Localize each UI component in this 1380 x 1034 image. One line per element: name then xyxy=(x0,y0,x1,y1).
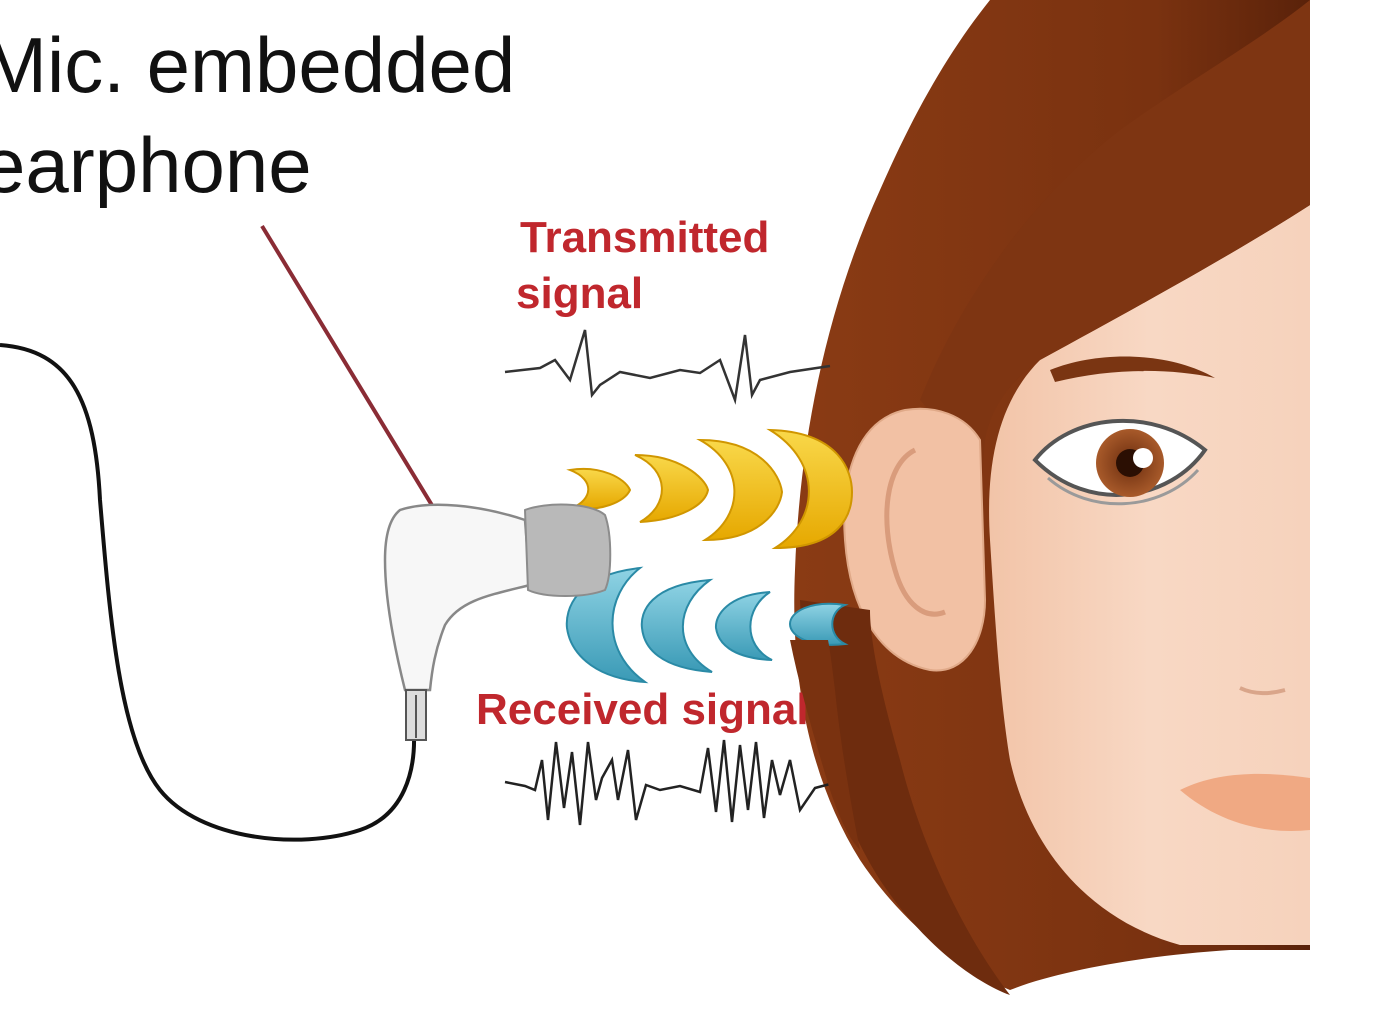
earphone-cable xyxy=(0,343,417,842)
received-label: Received signal xyxy=(476,685,809,734)
title-line-2: earphone xyxy=(0,121,312,209)
earphone-body xyxy=(383,503,532,692)
nose xyxy=(1239,686,1286,696)
pointer-line xyxy=(260,224,460,550)
eye-lower-lid xyxy=(1047,468,1200,506)
blue-wave-4 xyxy=(788,602,849,646)
hair-strand-front xyxy=(790,640,860,850)
transmitted-label-line-1: Transmitted xyxy=(520,213,769,262)
blue-wave-3 xyxy=(714,591,773,661)
transmitted-waveform xyxy=(504,329,831,405)
lips xyxy=(1180,773,1310,831)
face-skin xyxy=(989,205,1310,945)
earphone-tip xyxy=(523,503,612,597)
hair-strand-left xyxy=(800,600,1010,995)
eye-highlight xyxy=(1133,448,1153,468)
title-line-1: Mic. embedded xyxy=(0,21,515,109)
yellow-wave-3 xyxy=(696,438,784,542)
right-margin xyxy=(1310,0,1380,1034)
ear xyxy=(843,407,987,672)
hair-bangs xyxy=(920,0,1310,560)
eyebrow xyxy=(1050,356,1215,382)
ear-inner xyxy=(884,447,946,617)
yellow-wave-1 xyxy=(566,467,632,510)
earphone-icon xyxy=(383,503,612,741)
face-illustration xyxy=(794,0,1380,1034)
blue-wave-2 xyxy=(640,578,714,673)
transmitted-sound-waves xyxy=(566,428,854,550)
received-waveform xyxy=(504,739,831,826)
transmitted-label-line-2: signal xyxy=(516,269,643,318)
yellow-wave-4 xyxy=(766,428,854,550)
yellow-wave-2 xyxy=(634,454,710,523)
